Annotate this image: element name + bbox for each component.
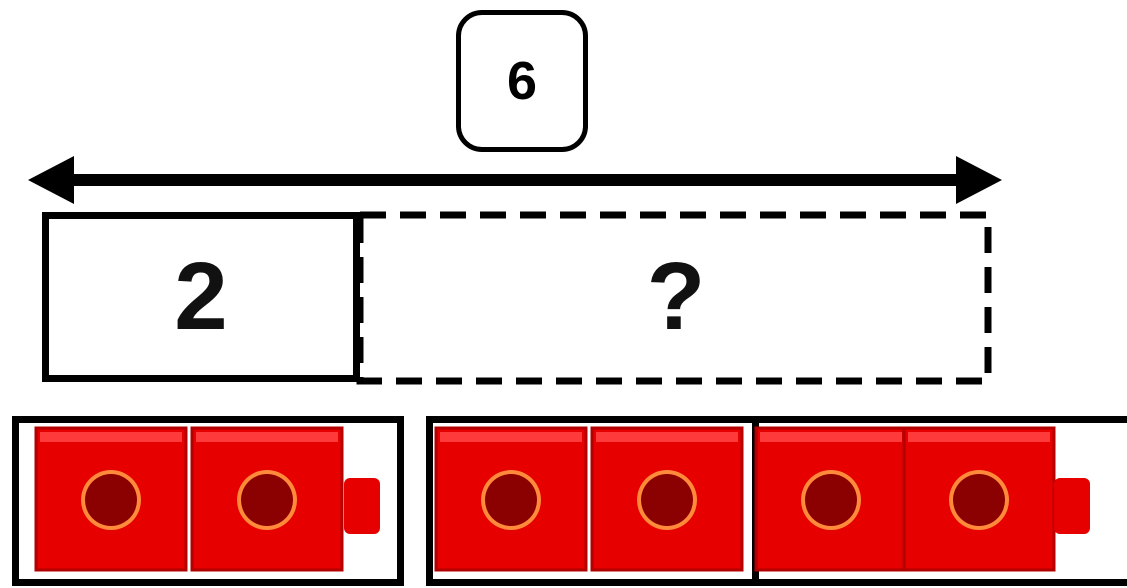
cube-unknown-1 xyxy=(434,426,588,572)
cube-connector-unknown xyxy=(1054,478,1090,534)
unknown-part-dashed-outline xyxy=(356,211,992,385)
cube-unknown-4 xyxy=(902,426,1056,572)
cube-connector-known xyxy=(344,478,380,534)
bar-part-known: 2 xyxy=(42,212,360,382)
cube-unknown-2 xyxy=(590,426,744,572)
arrow-right-head xyxy=(956,156,1002,204)
cube-known-1 xyxy=(34,426,188,572)
total-value: 6 xyxy=(506,51,538,111)
total-value-box: 6 xyxy=(456,10,588,152)
total-length-arrow xyxy=(28,156,1002,204)
arrow-left-head xyxy=(28,156,74,204)
unknown-part-value: ? xyxy=(646,243,706,350)
cube-unknown-3 xyxy=(754,426,908,572)
known-part-value: 2 xyxy=(174,243,228,350)
cube-known-2 xyxy=(190,426,344,572)
bar-part-unknown: ? xyxy=(360,212,992,382)
